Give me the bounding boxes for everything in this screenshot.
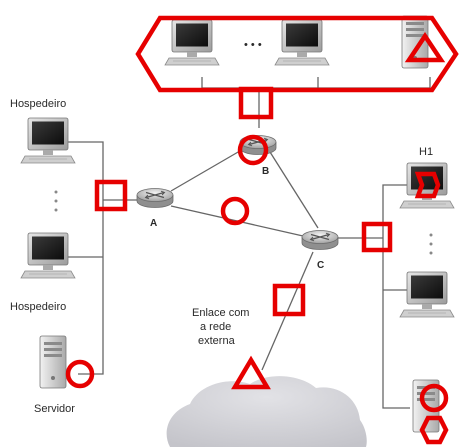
computer-icon <box>399 271 455 318</box>
right-vertical-ellipsis <box>429 233 433 255</box>
red-annotations <box>65 15 459 445</box>
triangle-marker <box>231 355 271 390</box>
server-label: Servidor <box>34 403 75 415</box>
router-a-label: A <box>150 218 157 229</box>
hexagon-marker <box>414 171 441 199</box>
external-link-label-2: a rede <box>200 321 231 333</box>
server-icon <box>39 335 67 389</box>
computer-icon <box>20 232 76 279</box>
host-bottom-label: Hospedeiro <box>10 301 66 313</box>
router-b-label: B <box>262 166 269 177</box>
external-link-label-1: Enlace com <box>192 307 249 319</box>
external-link-label-3: externa <box>198 335 236 347</box>
circle-marker <box>65 359 95 389</box>
cloud-icon <box>166 376 367 447</box>
square-marker <box>361 221 393 253</box>
hexagon-marker <box>419 415 449 445</box>
computer-icon <box>164 19 220 66</box>
circle-marker <box>419 383 449 413</box>
left-vertical-ellipsis <box>54 190 58 212</box>
computer-icon <box>20 117 76 164</box>
host-top-label: Hospedeiro <box>10 98 66 110</box>
square-marker <box>94 179 128 212</box>
computer-icon <box>274 19 330 66</box>
square-marker <box>238 86 274 120</box>
top-hexagon-marker <box>135 15 459 93</box>
circle-marker <box>237 134 269 166</box>
triangle-marker <box>404 31 446 63</box>
router-a-icon <box>136 187 174 209</box>
network-links <box>65 77 431 409</box>
router-c-label: C <box>317 260 324 271</box>
circle-marker <box>220 196 250 226</box>
square-marker <box>272 283 306 317</box>
router-c-icon <box>301 229 339 251</box>
h1-label: H1 <box>419 146 433 158</box>
top-ellipsis: • • • <box>244 39 262 51</box>
computer-icon <box>399 162 455 209</box>
